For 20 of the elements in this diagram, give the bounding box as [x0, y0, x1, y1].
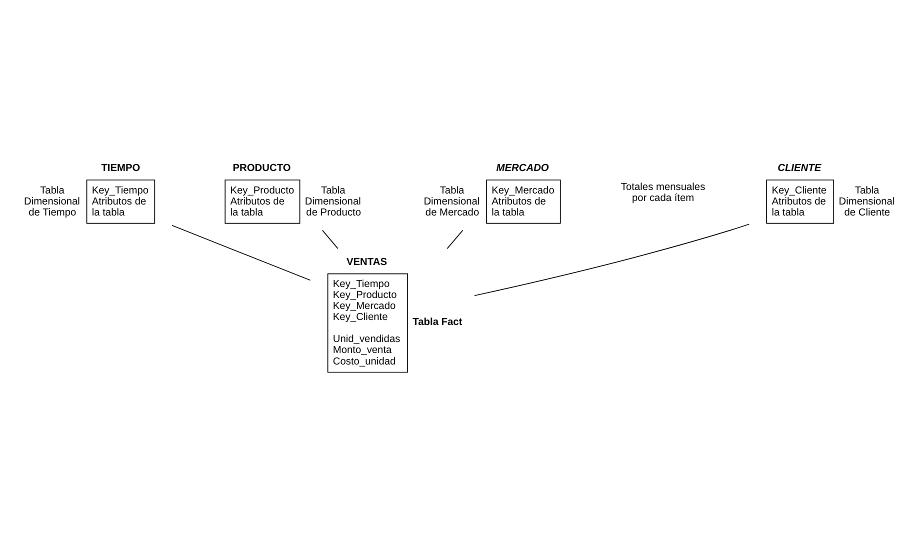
- node-label: Tabla Dimensional de Tiempo: [24, 185, 80, 218]
- connector: [446, 230, 464, 249]
- node-label: CLIENTE: [778, 163, 822, 174]
- node-label: Tabla Dimensional de Producto: [304, 185, 362, 218]
- node-label: PRODUCTO: [232, 163, 291, 174]
- connector: [474, 224, 750, 296]
- node-label: VENTAS: [346, 256, 387, 268]
- connector: [322, 230, 338, 249]
- connector: [172, 224, 311, 281]
- node-label: TIEMPO: [101, 163, 140, 174]
- node-label: Tabla Dimensional de Mercado: [424, 185, 480, 218]
- node-box: Key_Tiempo Key_Producto Key_Mercado Key_Cliente Unid_vendidas Monto_venta Costo_unidad: [327, 273, 408, 373]
- node-box: Key_Tiempo Atributos de la tabla: [86, 180, 156, 224]
- node-box: Key_Mercado Atributos de la tabla: [486, 180, 561, 224]
- node-label: MERCADO: [496, 163, 549, 174]
- label: Totales mensuales por cada ítem: [620, 182, 706, 204]
- node-label: Tabla Dimensional de Cliente: [838, 185, 895, 218]
- node-label: Tabla Fact: [412, 316, 462, 328]
- node-box: Key_Producto Atributos de la tabla: [224, 180, 300, 224]
- node-box: Key_Cliente Atributos de la tabla: [766, 180, 834, 224]
